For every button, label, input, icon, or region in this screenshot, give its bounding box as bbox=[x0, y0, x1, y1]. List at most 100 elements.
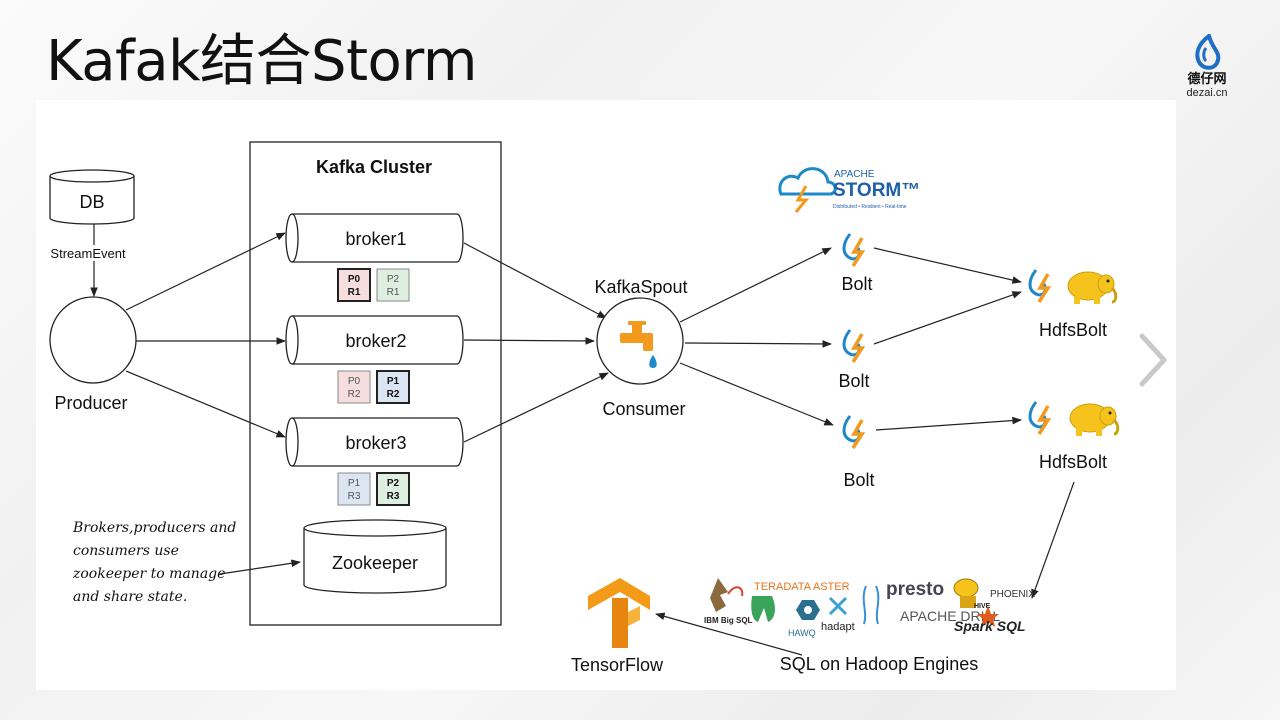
note-to-zookeeper-arrow bbox=[219, 559, 301, 575]
partition-label: P0 bbox=[348, 274, 361, 285]
hive-logo: HIVE bbox=[953, 578, 991, 610]
brand-name-cn: 德仔网 bbox=[1187, 72, 1227, 87]
consumer-label: Consumer bbox=[602, 399, 685, 419]
replica-label: R1 bbox=[348, 287, 361, 298]
producer-to-broker3-arrow bbox=[125, 370, 286, 438]
hadapt-logo: hadapt bbox=[821, 596, 855, 633]
hdfsbolt2-label: HdfsBolt bbox=[1039, 452, 1107, 472]
tensorflow-logo bbox=[588, 578, 650, 648]
hdfs-to-engines-arrow bbox=[1031, 481, 1075, 599]
broker1-cylinder bbox=[285, 213, 464, 263]
spout-to-bolt3-arrow bbox=[679, 362, 834, 426]
partition-label: P1 bbox=[387, 376, 400, 387]
broker2-cylinder bbox=[285, 315, 464, 365]
partition-tag bbox=[337, 472, 371, 506]
tensorflow-label: TensorFlow bbox=[571, 655, 664, 675]
apache-drill-logo: APACHE DRILL bbox=[900, 608, 1000, 624]
note-line-3: zookeeper to manage bbox=[72, 566, 225, 582]
partition-tag bbox=[337, 370, 371, 404]
kafka-cluster-box bbox=[249, 141, 502, 626]
partition-tag bbox=[337, 268, 371, 302]
hive-text: HIVE bbox=[974, 603, 991, 610]
phoenix-logo: PHOENIX bbox=[990, 589, 1035, 600]
broker3-label: broker3 bbox=[345, 433, 406, 453]
broker1-to-spout-arrow bbox=[463, 242, 607, 319]
broker3-cylinder bbox=[285, 417, 464, 467]
bolt-icon bbox=[1028, 401, 1052, 435]
producer-to-broker1-arrow bbox=[125, 232, 286, 311]
kafka-spout-label: KafkaSpout bbox=[594, 277, 687, 297]
slide-title: Kafak结合Storm bbox=[46, 29, 477, 94]
partition-tag bbox=[376, 268, 410, 302]
partition-label: P2 bbox=[387, 274, 400, 285]
faucet-icon bbox=[620, 321, 657, 368]
replica-label: R2 bbox=[387, 389, 400, 400]
stream-event-label: StreamEvent bbox=[50, 246, 126, 261]
brand-name-en: dezai.cn bbox=[1186, 87, 1228, 99]
drop-icon bbox=[1195, 34, 1221, 70]
hadapt-text: hadapt bbox=[821, 621, 855, 633]
sql-engine-logos: IBM Big SQL TERADATA ASTER HAWQ hadapt p… bbox=[704, 578, 1035, 638]
brand-logo: 德仔网 dezai.cn bbox=[1176, 34, 1238, 99]
spark-sql-text: Spark SQL bbox=[954, 618, 1026, 634]
bolt-icon bbox=[842, 329, 866, 363]
broker3-to-spout-arrow bbox=[463, 372, 609, 443]
bolt3-to-hdfs2-arrow bbox=[875, 416, 1022, 431]
zookeeper-cylinder bbox=[303, 519, 447, 594]
replica-label: R3 bbox=[348, 491, 361, 502]
broker2-to-spout-arrow bbox=[463, 337, 595, 345]
broker1-label: broker1 bbox=[345, 229, 406, 249]
presto-text: presto bbox=[886, 579, 944, 600]
partition-label: P0 bbox=[348, 376, 361, 387]
storm-logo-tagline: Distributed • Resilient • Real-time bbox=[833, 204, 907, 210]
architecture-diagram: Kafka Cluster DB StreamEvent Producer br… bbox=[44, 141, 1120, 675]
hawq-text: HAWQ bbox=[788, 628, 816, 638]
bolt-icon bbox=[1028, 269, 1052, 303]
ibm-big-sql-logo: IBM Big SQL bbox=[704, 578, 753, 625]
broker2-label: broker2 bbox=[345, 331, 406, 351]
drill-text: APACHE DRILL bbox=[900, 608, 1000, 624]
bolt-icon bbox=[842, 233, 866, 267]
teradata-aster-text: TERADATA ASTER bbox=[754, 581, 850, 593]
stream-event-bg bbox=[44, 245, 144, 261]
replica-label: R1 bbox=[387, 287, 400, 298]
db-label: DB bbox=[79, 192, 104, 212]
bolt2-to-hdfs1-arrow bbox=[873, 291, 1022, 345]
partition-label: P1 bbox=[348, 478, 361, 489]
presto-logo: presto bbox=[862, 579, 944, 625]
next-slide-chevron-icon[interactable] bbox=[1134, 330, 1174, 390]
diagram-panel: Kafka Cluster DB StreamEvent Producer br… bbox=[36, 100, 1176, 690]
hadoop-elephant-icon bbox=[1067, 271, 1118, 304]
producer-node bbox=[49, 296, 137, 384]
partition-tag bbox=[376, 472, 410, 506]
partition-tag bbox=[376, 370, 410, 404]
kafka-cluster-title: Kafka Cluster bbox=[316, 157, 432, 177]
bolt1-label: Bolt bbox=[841, 274, 872, 294]
bolt1-to-hdfs1-arrow bbox=[873, 247, 1022, 284]
producer-label: Producer bbox=[54, 393, 127, 413]
ibm-big-sql-text: IBM Big SQL bbox=[704, 616, 753, 625]
sql-engines-label: SQL on Hadoop Engines bbox=[780, 654, 978, 674]
bolt3-label: Bolt bbox=[843, 470, 874, 490]
spout-to-bolt1-arrow bbox=[679, 247, 832, 323]
storm-logo-storm: STORM™ bbox=[833, 180, 920, 201]
teradata-aster-logo: TERADATA ASTER bbox=[751, 581, 850, 622]
bolt-icon bbox=[842, 415, 866, 449]
db-cylinder bbox=[49, 169, 135, 225]
partition-label: P2 bbox=[387, 478, 400, 489]
note-line-4: and share state. bbox=[73, 589, 187, 605]
phoenix-text: PHOENIX bbox=[990, 589, 1035, 600]
spout-to-bolt2-arrow bbox=[684, 340, 832, 348]
replica-label: R3 bbox=[387, 491, 400, 502]
bolt2-label: Bolt bbox=[838, 371, 869, 391]
note-line-1: Brokers,producers and bbox=[72, 520, 236, 536]
spark-sql-logo: Spark SQL bbox=[954, 606, 1026, 634]
hawq-logo: HAWQ bbox=[788, 600, 820, 638]
apache-storm-logo: APACHE STORM™ Distributed • Resilient • … bbox=[778, 167, 920, 213]
zookeeper-label: Zookeeper bbox=[332, 553, 418, 573]
hdfsbolt1-label: HdfsBolt bbox=[1039, 320, 1107, 340]
engines-to-tensorflow-arrow bbox=[655, 612, 803, 656]
hadoop-elephant-icon bbox=[1069, 403, 1120, 436]
replica-label: R2 bbox=[348, 389, 361, 400]
